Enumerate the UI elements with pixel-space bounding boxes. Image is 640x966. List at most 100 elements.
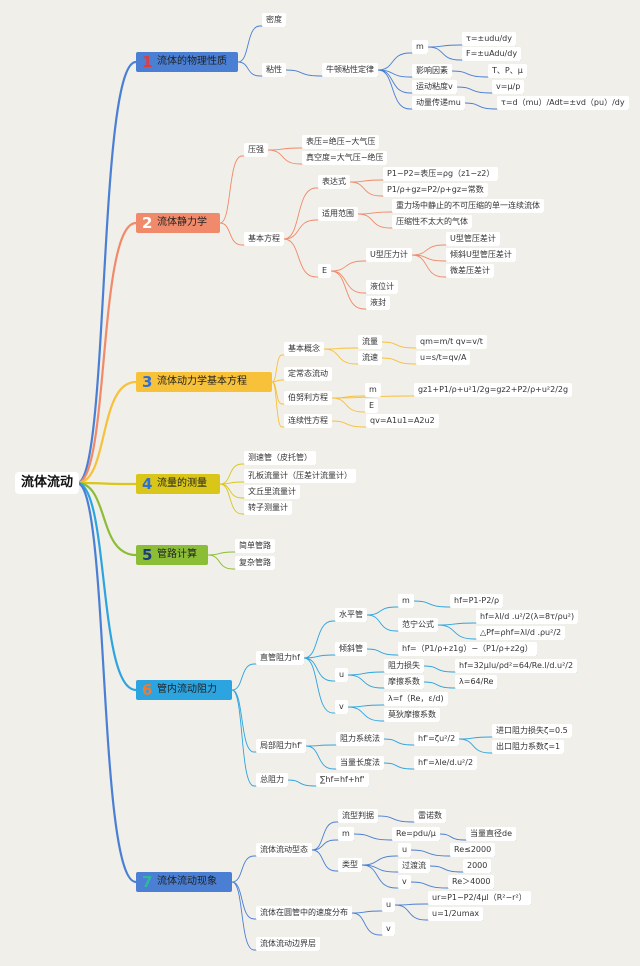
map-node[interactable]: u xyxy=(398,843,412,857)
map-node[interactable]: gz1+P1/ρ+u²1/2g=gz2+P2/ρ+u²2/2g xyxy=(414,383,573,397)
map-node[interactable]: 简单管路 xyxy=(235,539,275,553)
map-node[interactable]: 文丘里流量计 xyxy=(244,485,300,499)
map-node[interactable]: λ=f（Re，ε/d) xyxy=(384,692,448,706)
map-node[interactable]: 水平管 xyxy=(335,608,367,622)
map-node[interactable]: 粘性 xyxy=(262,63,286,77)
map-node[interactable]: 当量长度法 xyxy=(336,756,384,770)
map-node[interactable]: 复杂管路 xyxy=(235,556,275,570)
map-node[interactable]: 牛顿粘性定律 xyxy=(322,63,378,77)
map-node[interactable]: m xyxy=(338,827,354,841)
map-node[interactable]: 真空度=大气压−绝压 xyxy=(302,151,388,165)
map-node[interactable]: E xyxy=(365,399,379,413)
map-node[interactable]: 密度 xyxy=(262,13,286,27)
map-node[interactable]: 进口阻力损失ζ=0.5 xyxy=(492,724,572,738)
map-node[interactable]: hf=λl/d .u²/2(λ=8τ/ρu²) xyxy=(476,610,579,624)
map-node[interactable]: λ=64/Re xyxy=(455,675,498,689)
map-node[interactable]: ∑hf=hf+hf' xyxy=(316,773,369,787)
map-node[interactable]: τ=d（mu）/Adt=±vd（pu）/dy xyxy=(497,96,629,110)
map-node[interactable]: 倾斜管 xyxy=(335,642,367,656)
map-node[interactable]: Re=pdu/μ xyxy=(392,827,440,841)
map-node[interactable]: 基本方程 xyxy=(244,232,284,246)
map-node[interactable]: hf=P1-P2/ρ xyxy=(450,594,504,608)
map-node[interactable]: 流体流动边界层 xyxy=(256,937,320,951)
map-node[interactable]: τ=±udu/dy xyxy=(462,32,516,46)
map-node[interactable]: v xyxy=(382,922,395,936)
map-node[interactable]: P1−P2=表压=ρg（z1−z2） xyxy=(383,167,499,181)
map-node[interactable]: 2000 xyxy=(463,859,492,873)
map-node[interactable]: 流型判据 xyxy=(338,809,378,823)
map-node[interactable]: E xyxy=(318,264,332,278)
map-node[interactable]: U型压力计 xyxy=(366,248,412,262)
map-node[interactable]: m xyxy=(412,40,428,54)
map-node[interactable]: v xyxy=(335,700,348,714)
map-node[interactable]: 表达式 xyxy=(318,175,350,189)
map-node[interactable]: m xyxy=(365,383,381,397)
map-node[interactable]: U型管压差计 xyxy=(446,232,500,246)
map-node[interactable]: 阻力损失 xyxy=(384,659,424,673)
map-node[interactable]: 表压=绝压−大气压 xyxy=(302,135,380,149)
map-node[interactable]: u xyxy=(382,898,396,912)
map-node[interactable]: 转子测量计 xyxy=(244,501,292,515)
map-node[interactable]: P1/ρ+gz=P2/ρ+gz=常数 xyxy=(383,183,488,197)
map-node[interactable]: qv=A1u1=A2u2 xyxy=(366,414,439,428)
map-node[interactable]: 流速 xyxy=(358,351,382,365)
map-node[interactable]: 局部阻力hf' xyxy=(256,739,307,753)
map-node[interactable]: 压强 xyxy=(244,143,268,157)
map-node[interactable]: 流体流动型态 xyxy=(256,843,312,857)
map-node[interactable]: 重力场中静止的不可压缩的单一连续流体 xyxy=(392,199,544,213)
map-node[interactable]: hf=32μlu/ρd²=64/Re.l/d.u²/2 xyxy=(455,659,578,673)
map-node[interactable]: 影响因素 xyxy=(412,64,452,78)
map-node[interactable]: 范宁公式 xyxy=(398,618,438,632)
map-node[interactable]: v xyxy=(398,875,411,889)
map-node[interactable]: Re≤2000 xyxy=(450,843,496,857)
map-node[interactable]: 定常态流动 xyxy=(284,367,332,381)
map-node[interactable]: 伯努利方程 xyxy=(284,391,332,405)
map-node[interactable]: 动量传递mu xyxy=(412,96,465,110)
map-node[interactable]: hf=（P1/ρ+z1g）−（P1/ρ+z2g） xyxy=(398,642,537,656)
map-node[interactable]: u=1/2umax xyxy=(428,907,484,921)
map-node[interactable]: m xyxy=(398,594,414,608)
map-node[interactable]: hf'=λle/d.u²/2 xyxy=(414,756,478,770)
map-node[interactable]: ur=P1−P2/4μl（R²−r²） xyxy=(428,891,531,905)
map-node[interactable]: 微差压差计 xyxy=(446,264,494,278)
map-node[interactable]: 压缩性不太大的气体 xyxy=(392,215,472,229)
map-node[interactable]: 雷诺数 xyxy=(414,809,446,823)
map-node[interactable]: Re＞4000 xyxy=(448,875,495,889)
map-node[interactable]: 摩擦系数 xyxy=(384,675,424,689)
map-node[interactable]: qm=m/t qv=v/t xyxy=(416,335,487,349)
map-node[interactable]: 流体在圆管中的速度分布 xyxy=(256,906,352,920)
map-node[interactable]: u=s/t=qv/A xyxy=(416,351,471,365)
map-node[interactable]: 倾斜U型管压差计 xyxy=(446,248,516,262)
root-node[interactable]: 流体流动 xyxy=(15,472,79,494)
map-node[interactable]: 阻力系统法 xyxy=(336,732,384,746)
map-node[interactable]: 出口阻力系数ζ=1 xyxy=(492,740,565,754)
map-node[interactable]: T、P、μ xyxy=(488,64,527,78)
map-node[interactable]: hf'=ζu²/2 xyxy=(414,732,460,746)
map-node[interactable]: 过渡流 xyxy=(398,859,430,873)
map-node[interactable]: 适用范围 xyxy=(318,207,358,221)
map-node[interactable]: u xyxy=(335,668,349,682)
map-node[interactable]: F=±uAdu/dy xyxy=(462,47,522,61)
map-node[interactable]: 莫狄摩擦系数 xyxy=(384,708,440,722)
map-node[interactable]: 总阻力 xyxy=(256,773,288,787)
map-node[interactable]: 液位计 xyxy=(366,280,398,294)
map-node[interactable]: △Pf=ρhf=λl/d .ρu²/2 xyxy=(476,626,566,640)
map-node[interactable]: 当量直径de xyxy=(466,827,516,841)
map-node[interactable]: 液封 xyxy=(366,296,390,310)
map-node[interactable]: 连续性方程 xyxy=(284,414,332,428)
map-node[interactable]: 类型 xyxy=(338,858,362,872)
map-node[interactable]: 基本概念 xyxy=(284,342,324,356)
map-node[interactable]: 直管阻力hf xyxy=(256,651,304,665)
map-node[interactable]: 运动粘度v xyxy=(412,80,457,94)
map-node[interactable]: 测速管（皮托管） xyxy=(244,451,316,465)
map-node[interactable]: v=μ/p xyxy=(492,80,525,94)
map-node[interactable]: 孔板流量计（压差计流量计） xyxy=(244,469,356,483)
map-node[interactable]: 流量 xyxy=(358,335,382,349)
